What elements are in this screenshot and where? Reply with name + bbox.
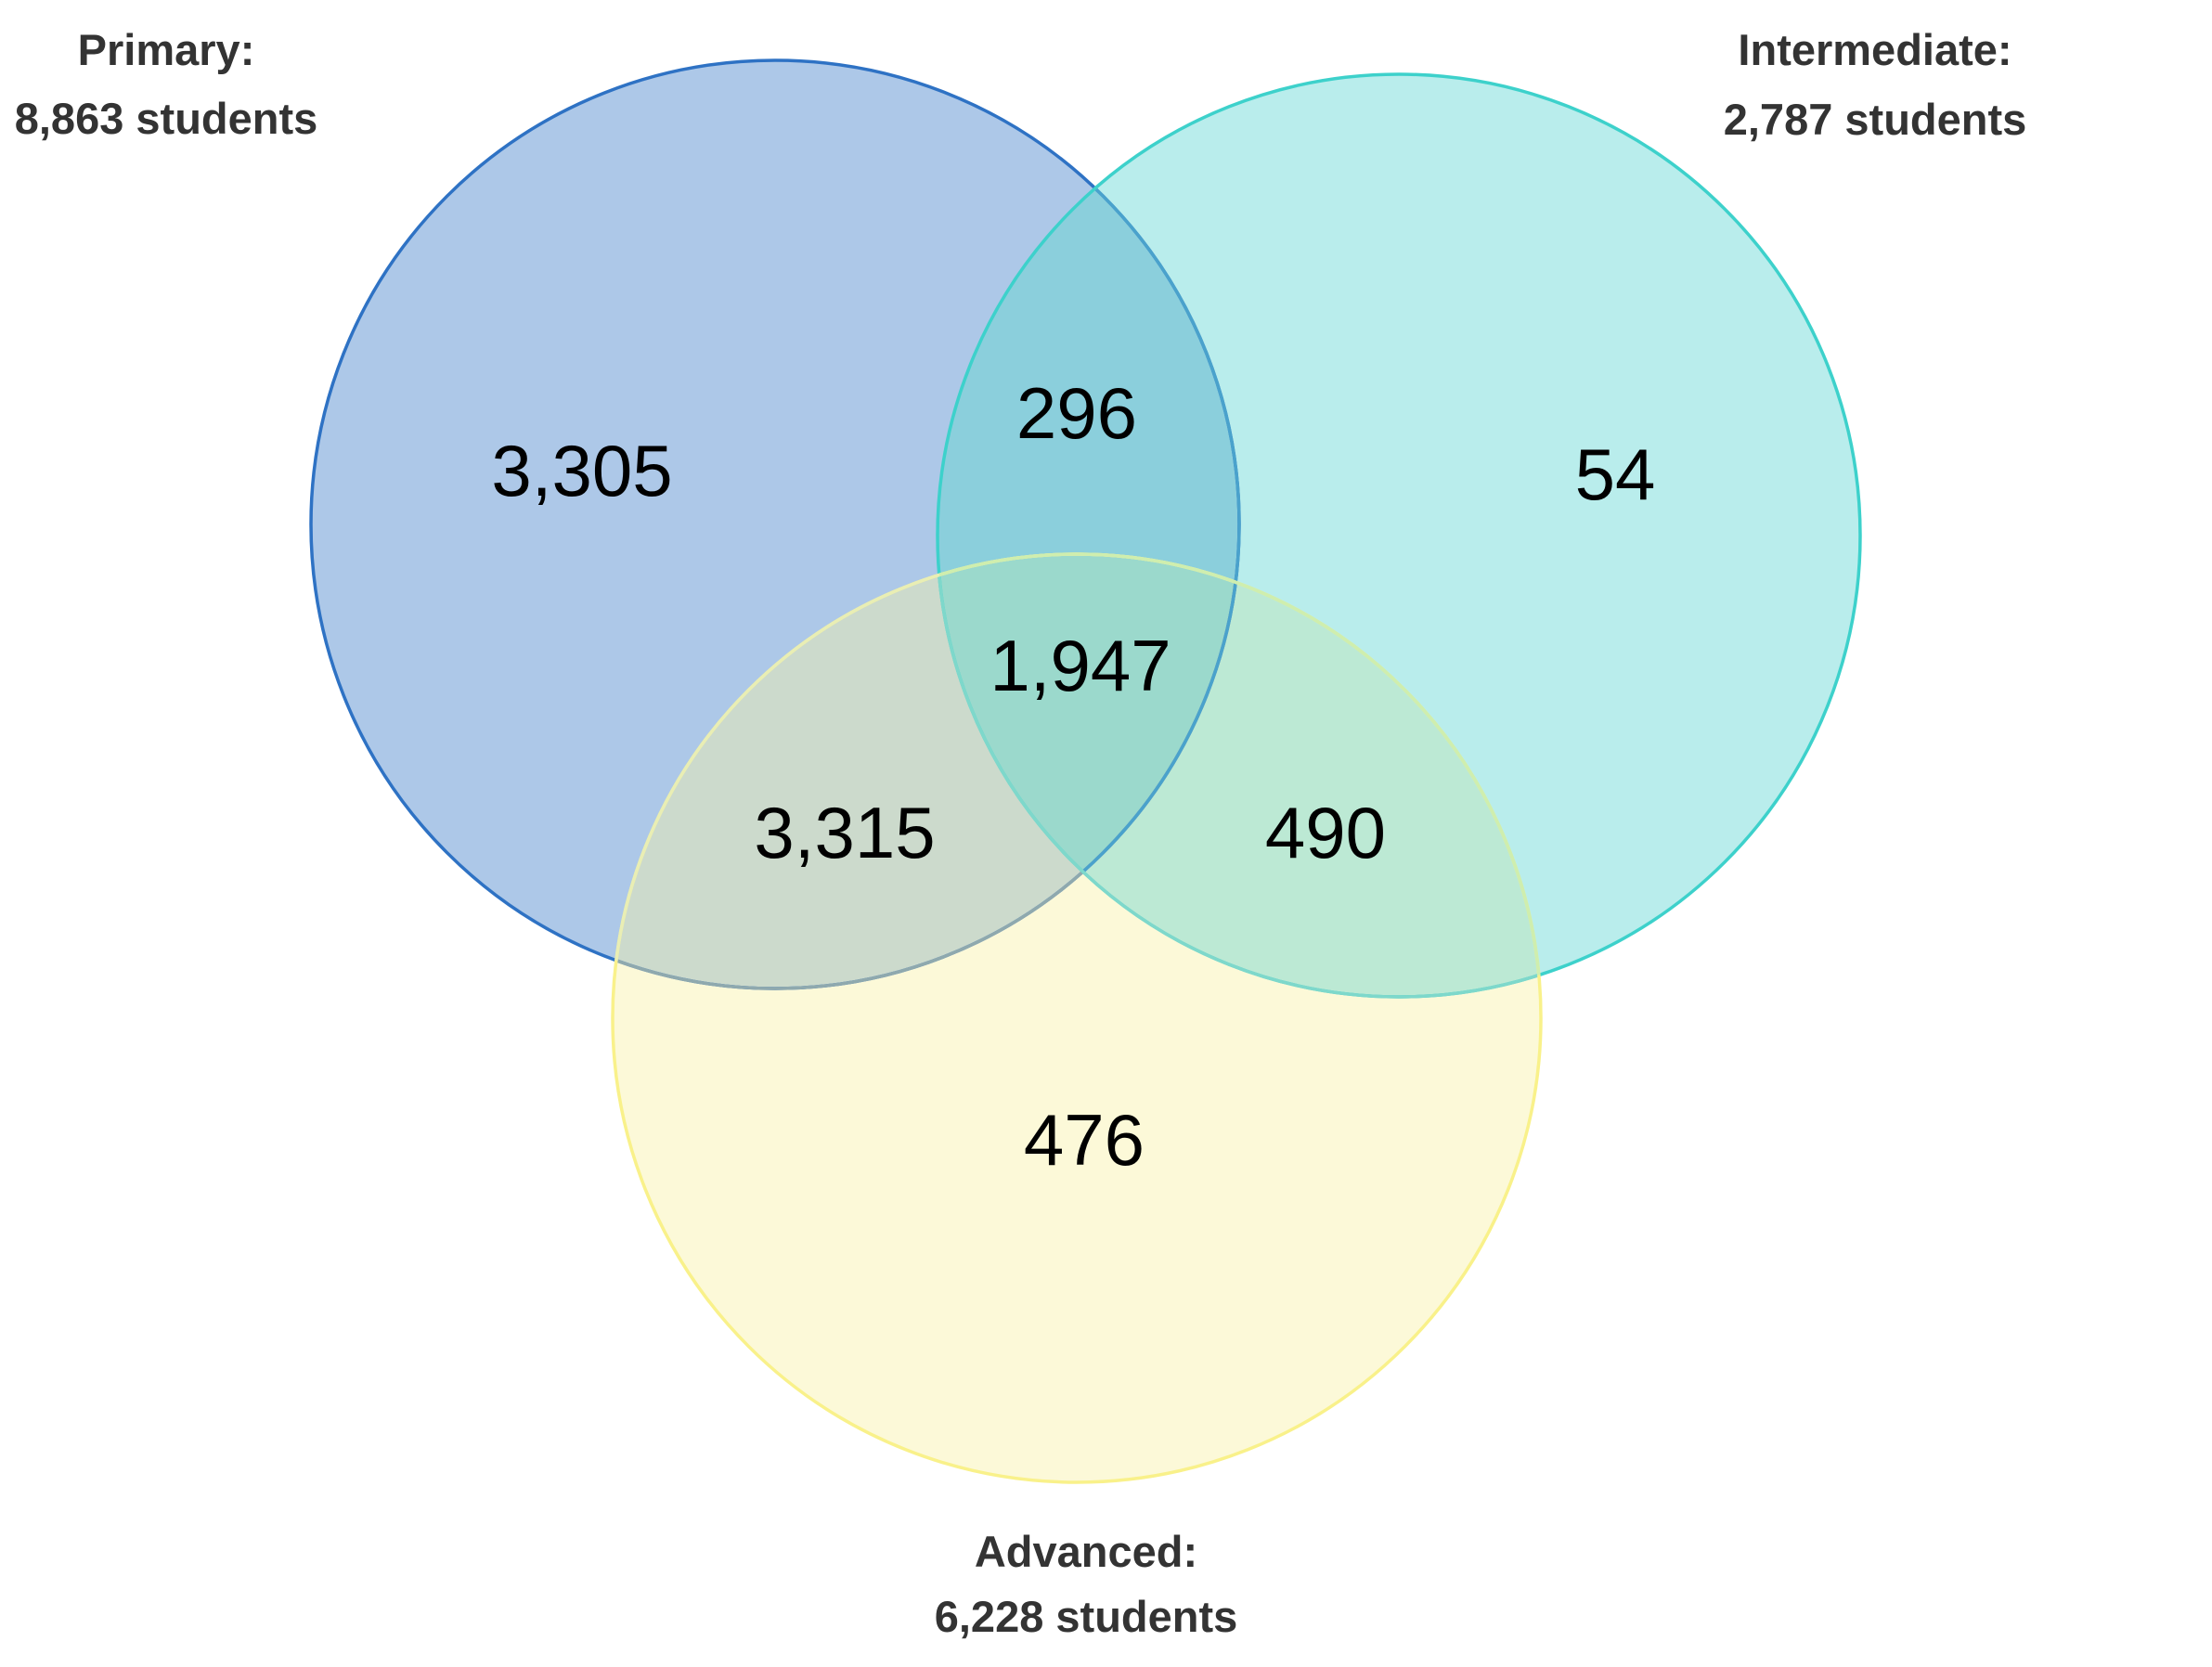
label-primary-count: 8,863 students [15,94,318,143]
overlap-fill-intermediate-advanced [938,554,1541,997]
primary-stroke-under-intermediate [938,74,1241,990]
label-intermediate-count: 2,787 students [1724,95,2027,144]
value-intermediate-only: 54 [1575,433,1656,515]
overlap-fill-primary-advanced [613,554,1239,989]
region-intermediate-advanced-overlap [938,554,1541,997]
value-intermediate-advanced: 490 [1265,792,1386,873]
label-advanced-title: Advanced: [975,1527,1197,1576]
label-advanced-count: 6,228 students [935,1592,1238,1641]
primary-stroke-under-advanced [613,554,1241,990]
value-primary-intermediate: 296 [1016,372,1137,454]
intermediate-stroke-muted-yellow [936,554,1541,999]
value-triple-overlap: 1,947 [990,625,1171,706]
intermediate-stroke-under-advanced [936,554,1541,999]
primary-stroke-muted-cyan [938,74,1241,990]
label-primary-title: Primary: [78,25,255,74]
advanced-stroke-under-intermediate [938,552,1543,997]
value-primary-only: 3,305 [491,430,672,511]
primary-stroke-muted-yellow [613,554,1241,990]
value-advanced-only: 476 [1024,1099,1145,1181]
region-primary-advanced-overlap [613,554,1239,989]
label-intermediate-title: Intermediate: [1738,25,2011,74]
value-primary-advanced: 3,315 [754,792,935,873]
advanced-stroke-muted-cyan [938,552,1543,997]
